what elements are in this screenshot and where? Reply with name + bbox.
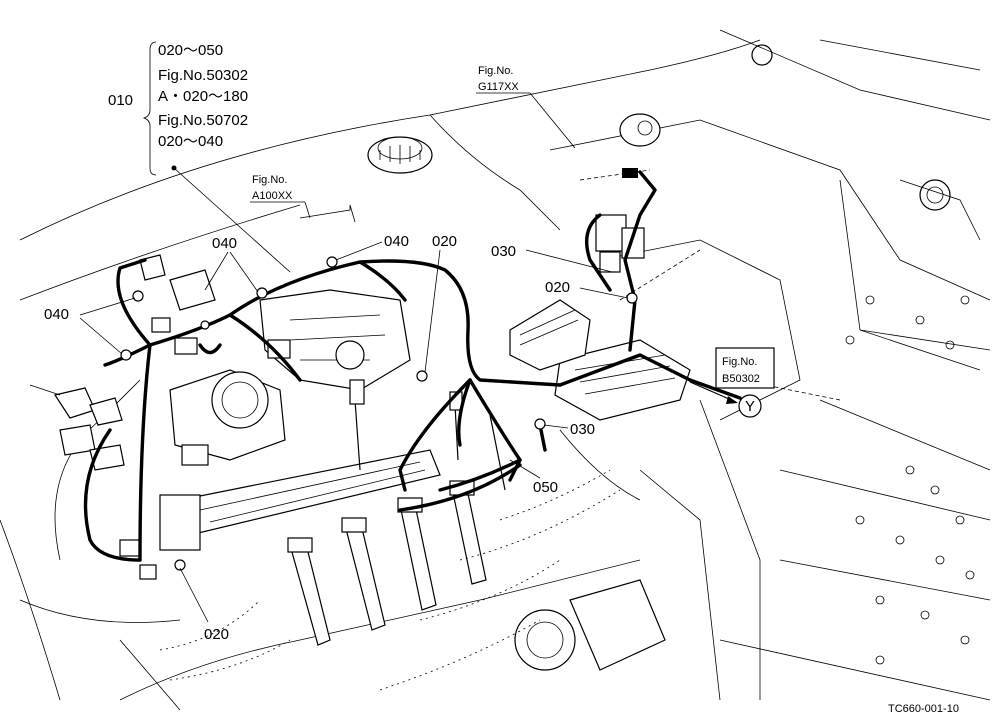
main-wire-harness — [83, 170, 742, 562]
part-label-020-bottom: 020 — [179, 567, 229, 643]
gravel-texture — [159, 469, 621, 691]
part-label-text: 030 — [570, 421, 595, 438]
speed-sensor — [619, 113, 661, 147]
part-label-text: 030 — [491, 243, 516, 260]
harness-clips — [120, 256, 638, 571]
part-label-text: 020 — [204, 626, 229, 643]
ref-g117-code: G117XX — [478, 81, 519, 93]
part-label-text: 040 — [384, 233, 409, 250]
reference-b503: Fig.No. B50302 — [715, 347, 775, 389]
callout-line-1: 020～050 — [158, 42, 223, 59]
fuel-rail — [159, 449, 441, 551]
ref-b503-code: B50302 — [722, 373, 760, 385]
ref-a100-title: Fig.No. — [252, 174, 287, 186]
part-label-text: 040 — [212, 235, 237, 252]
drawing-number: TC660-001-10 — [888, 703, 959, 715]
part-label-text: 020 — [432, 233, 457, 250]
part-label-040-mid: 040 — [335, 233, 409, 261]
callout-line-5: 020～040 — [158, 133, 223, 150]
part-label-text: 040 — [44, 306, 69, 323]
part-label-040-left: 040 — [44, 297, 136, 355]
ref-g117-title: Fig.No. — [478, 65, 513, 77]
left-connectors — [29, 384, 157, 580]
part-label-text: 050 — [533, 479, 558, 496]
callout-label-010: 010 — [108, 92, 133, 109]
ecu — [509, 299, 691, 421]
reference-g117: Fig.No. G117XX — [476, 65, 576, 149]
ref-b503-title: Fig.No. — [722, 356, 757, 368]
top-left-sensors — [139, 254, 216, 355]
reference-a100: Fig.No. A100XX — [250, 174, 356, 223]
chassis-outline — [0, 29, 991, 711]
part-label-020-top: 020 — [424, 233, 457, 373]
throttle-body — [169, 369, 286, 466]
part-label-030-bottom: 030 — [543, 421, 595, 438]
callout-line-3: A・020～180 — [158, 88, 248, 105]
ref-a100-code: A100XX — [252, 190, 293, 202]
part-label-050: 050 — [509, 459, 558, 496]
filler-cap — [367, 136, 433, 174]
bolt-holes — [845, 295, 975, 665]
connector-marker-label: Y — [745, 398, 755, 415]
part-label-040-top: 040 — [204, 235, 259, 293]
callout-line-4: Fig.No.50702 — [158, 112, 248, 129]
callout-line-2: Fig.No.50302 — [158, 67, 248, 84]
grommet — [751, 44, 951, 211]
intake-manifold — [259, 289, 411, 391]
alternator — [514, 579, 666, 671]
part-label-text: 020 — [545, 279, 570, 296]
callout-group-010: 010 020～050 Fig.No.50302 A・020～180 Fig.N… — [108, 41, 291, 273]
connector-marker-y: Y — [689, 381, 762, 418]
part-label-020-right: 020 — [545, 279, 629, 299]
part-label-030-top: 030 — [491, 243, 613, 273]
